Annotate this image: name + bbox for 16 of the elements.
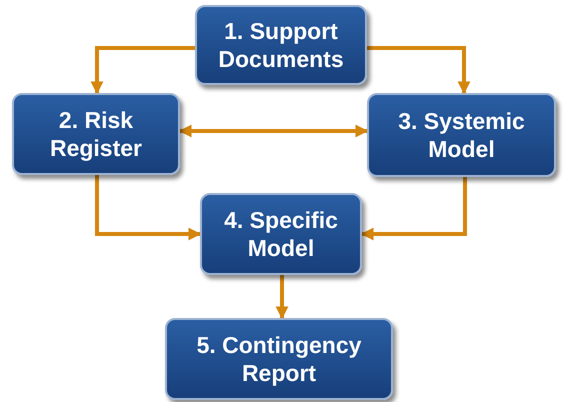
arrow — [178, 124, 368, 138]
box-label: 2. Risk Register — [48, 106, 144, 162]
process-box — [195, 5, 367, 85]
box-label: 3. Systemic Model — [397, 107, 526, 163]
arrow — [367, 46, 470, 94]
box-label: 1. Support Documents — [217, 17, 345, 73]
arrow — [90, 46, 195, 94]
box-label: 5. Contingency Report — [196, 331, 362, 387]
process-box — [165, 318, 393, 400]
box-label: 4. Specific Model — [223, 206, 339, 262]
process-box — [12, 93, 180, 175]
arrow — [276, 275, 288, 320]
process-box — [367, 93, 556, 177]
arrow — [95, 175, 202, 240]
arrow — [360, 177, 467, 240]
process-box — [200, 193, 362, 275]
